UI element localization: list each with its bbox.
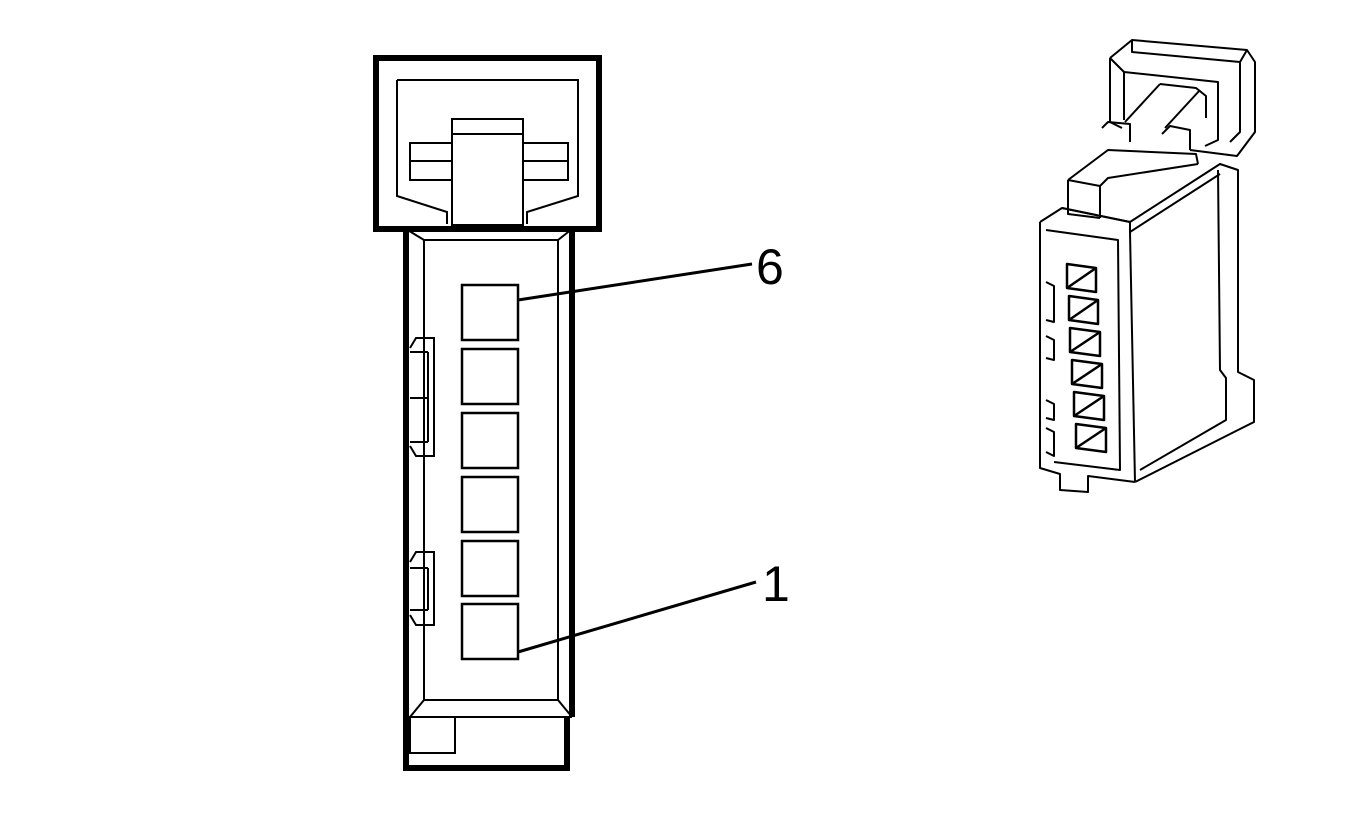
iso-cavity-6 [1074,422,1108,454]
side-clip-upper [409,337,435,457]
terminal-cavity-1 [460,602,520,661]
connector-isometric-view [1039,39,1256,493]
iso-cavity-3 [1068,326,1102,358]
terminal-cavity-4 [460,411,520,470]
iso-cavity-1 [1065,262,1098,294]
terminal-cavity-3 [460,475,520,534]
iso-upper-block [1067,149,1199,219]
terminal-cavity-6 [460,283,520,342]
iso-cavity-2 [1067,294,1100,326]
iso-latch-loop [1101,39,1256,157]
terminal-cavity-5 [460,347,520,406]
connector-front-view [373,55,757,771]
iso-cavity-4 [1070,358,1104,390]
leader-line-6 [517,262,753,302]
side-clip-lower [409,551,435,626]
iso-cavity-5 [1072,390,1106,422]
callout-label-6: 6 [756,239,784,295]
terminal-cavity-2 [460,539,520,598]
iso-terminal-cavities [1065,262,1108,454]
terminal-cavities [460,283,520,661]
callout-label-1: 1 [762,556,790,612]
iso-main-housing [1039,163,1255,493]
locking-tab [373,55,602,232]
leader-line-1 [517,580,757,654]
